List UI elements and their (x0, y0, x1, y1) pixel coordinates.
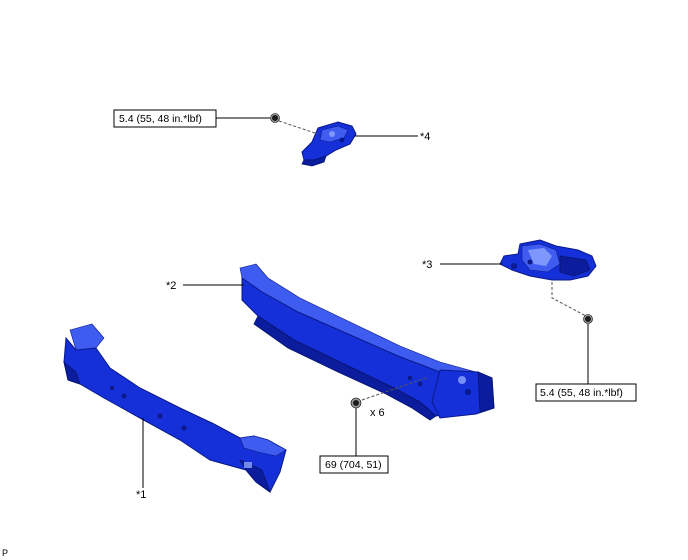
part-label-4: *4 (420, 131, 430, 143)
bolt-bottom (350, 397, 362, 409)
bolt-path-right (551, 282, 587, 317)
torque-box-bottom: 69 (704, 51) (319, 455, 389, 474)
torque-box-right: 5.4 (55, 48 in.*lbf) (535, 383, 637, 402)
torque-text-bottom: 69 (704, 51) (325, 459, 382, 471)
part-label-1: *1 (136, 489, 146, 501)
part-label-3: *3 (422, 259, 432, 271)
bolt-top-left (270, 113, 280, 123)
part-label-2: *2 (166, 280, 176, 292)
bracket-part-4 (301, 121, 357, 167)
quantity-label: x 6 (370, 407, 385, 419)
bracket-part-3 (499, 239, 597, 281)
corner-mark: P (2, 548, 8, 558)
torque-text-top-left: 5.4 (55, 48 in.*lbf) (119, 113, 202, 125)
absorber-part-1 (63, 323, 287, 494)
bolt-path-top (278, 120, 319, 135)
beam-part-2 (239, 263, 495, 421)
bolt-path-bottom (361, 377, 427, 401)
bolt-right (583, 314, 593, 324)
torque-box-top-left: 5.4 (55, 48 in.*lbf) (113, 109, 217, 128)
torque-text-right: 5.4 (55, 48 in.*lbf) (540, 387, 623, 399)
